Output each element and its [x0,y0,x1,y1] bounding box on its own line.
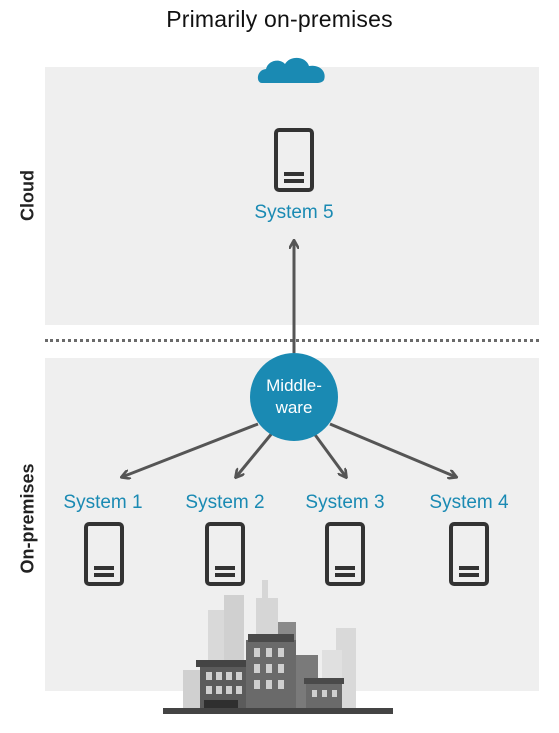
arrow-to-system-3 [311,431,346,477]
middleware-label-line1: Middle- [266,376,322,395]
system-4-label: System 4 [429,492,509,513]
server-icon [205,522,245,586]
system-2-label: System 2 [185,492,265,513]
cloud-icon [257,57,325,83]
zone-divider [45,339,539,342]
server-icon [84,522,124,586]
system-1-label: System 1 [63,492,143,513]
arrow-to-system-2 [236,431,275,477]
diagram-title: Primarily on-premises [166,6,393,32]
server-icon [325,522,365,586]
arrow-to-system-1 [122,422,259,477]
system-5-label: System 5 [254,202,334,223]
middleware-label-line2: ware [275,398,313,417]
server-icon [274,128,314,192]
arrow-to-system-4 [329,422,456,477]
city-buildings-icon [163,580,393,714]
connector-arrows [122,241,456,477]
system-3-label: System 3 [305,492,385,513]
cloud-zone [45,67,539,325]
server-icon [449,522,489,586]
middleware-node: Middle- ware [250,353,338,441]
